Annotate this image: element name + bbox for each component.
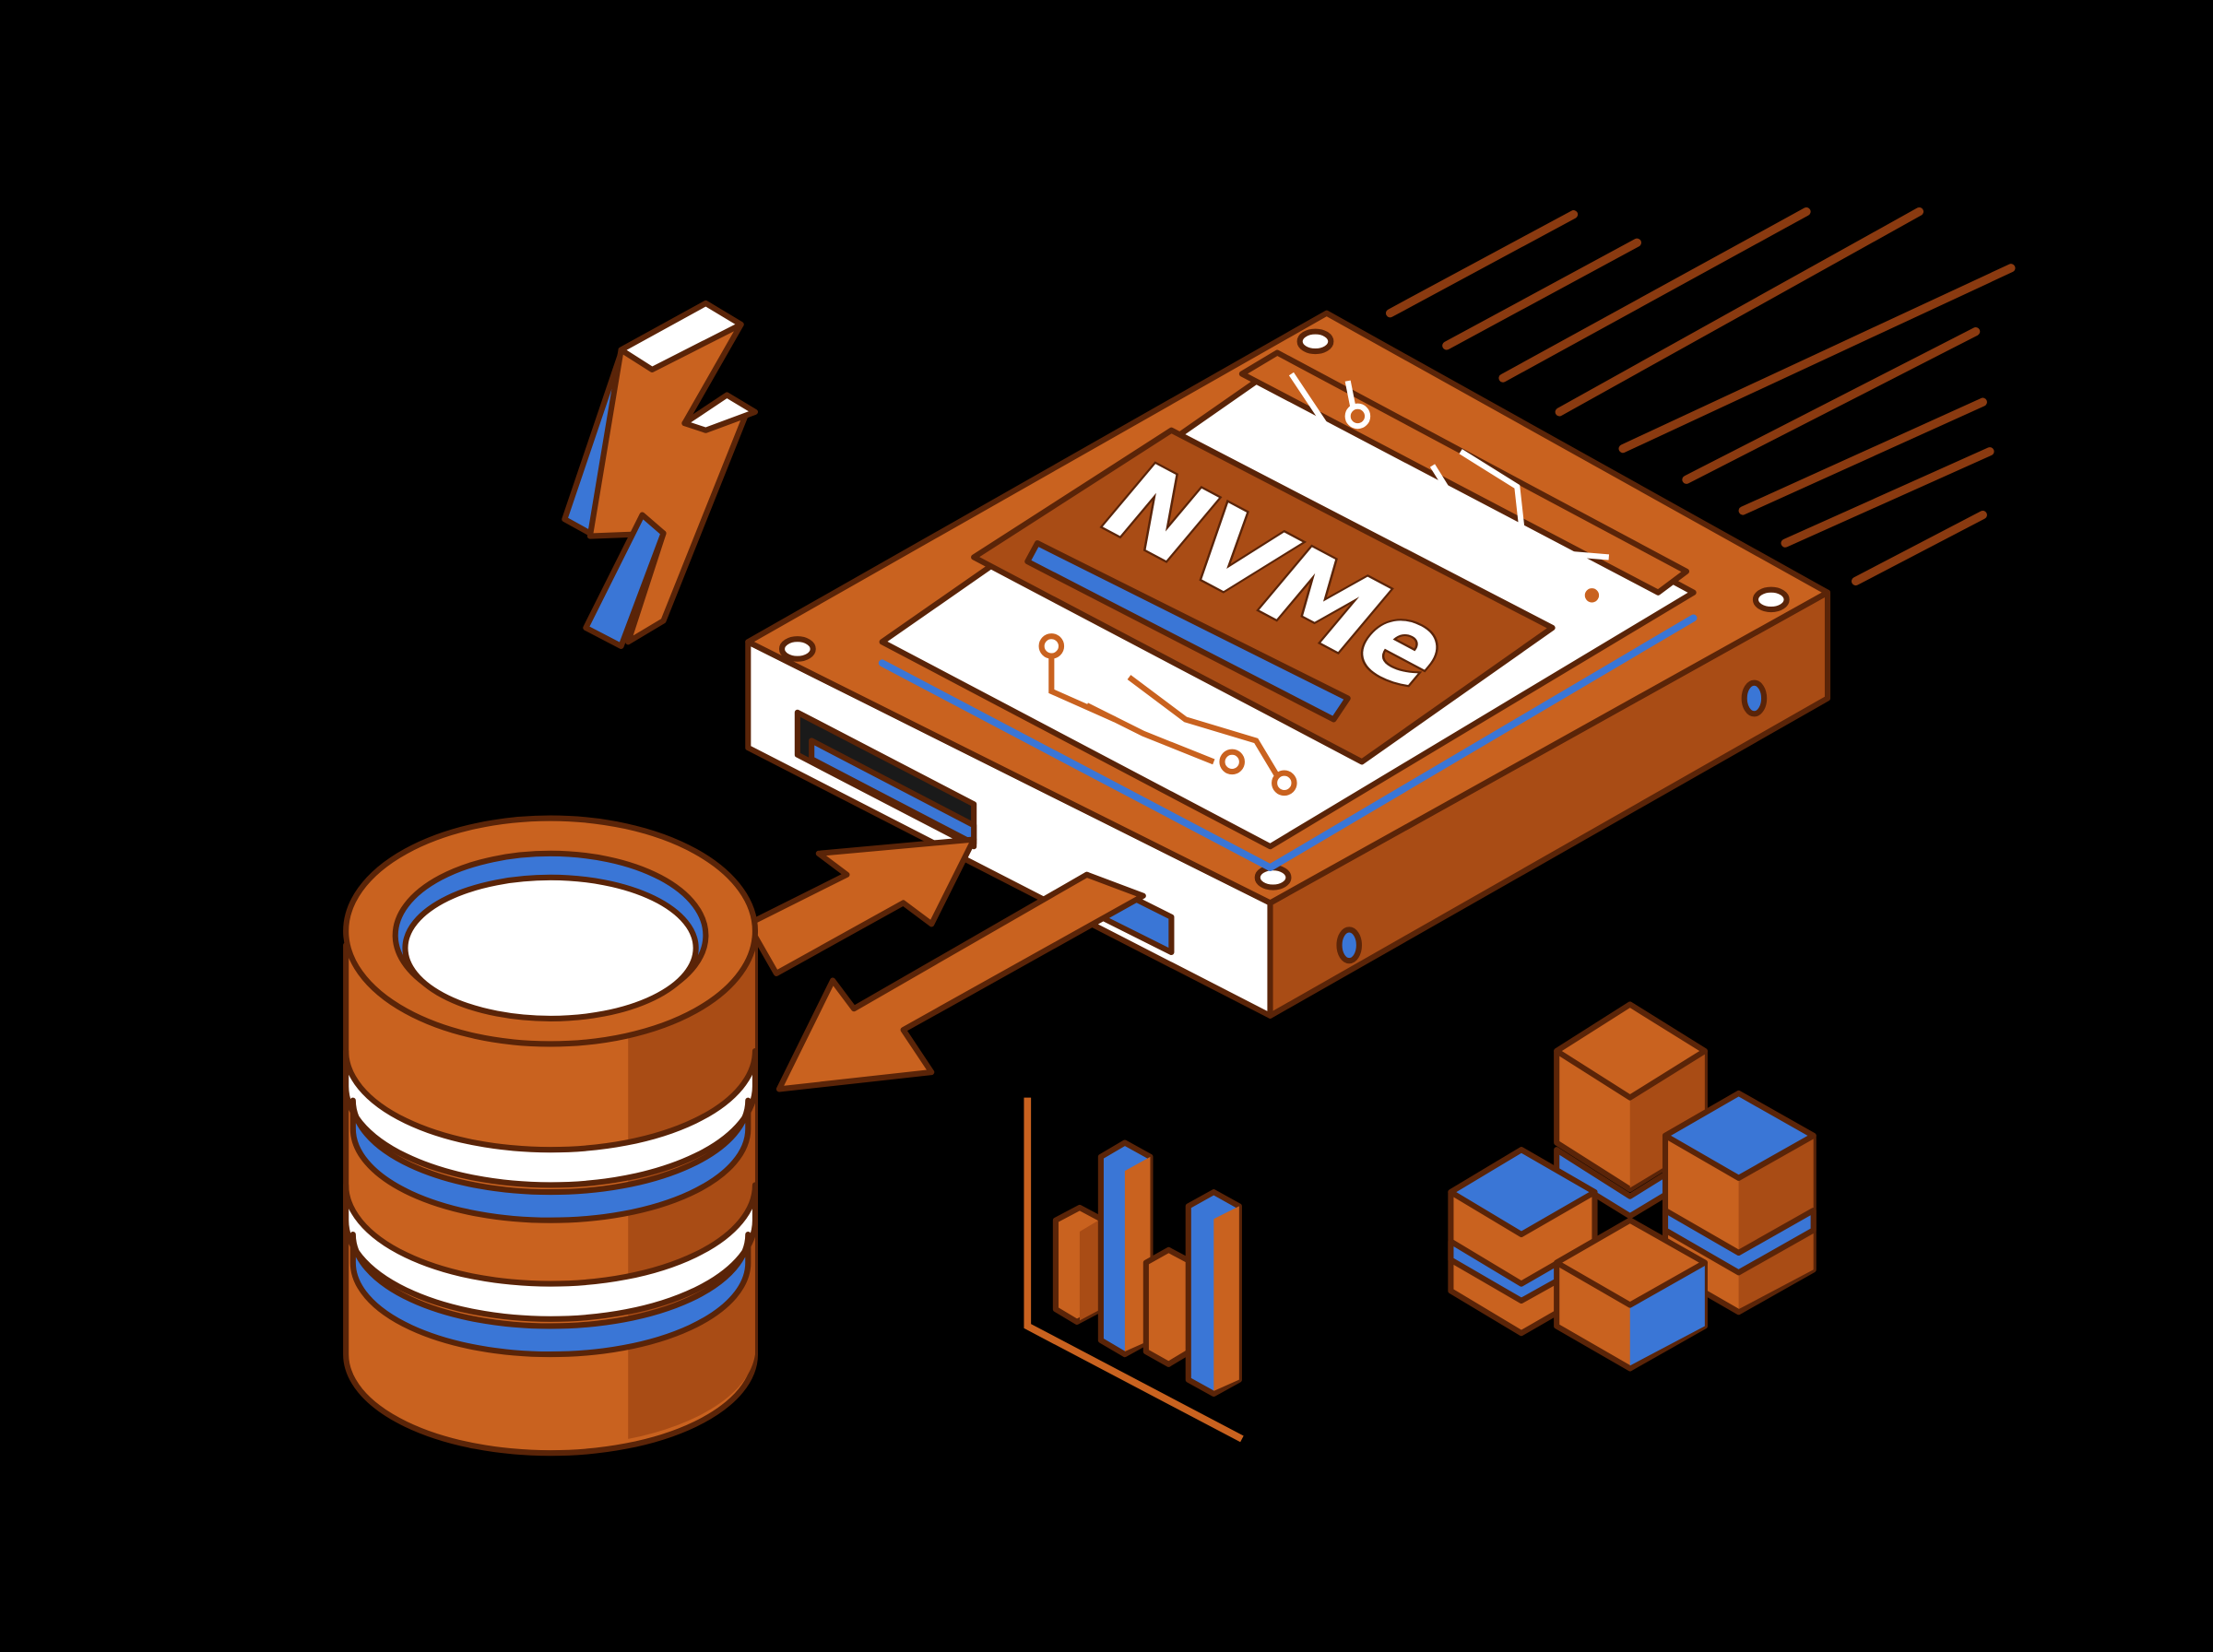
- circuit-traces: [1038, 372, 1610, 796]
- nvme-label-plate: [971, 427, 1556, 765]
- cube: [1554, 1217, 1708, 1372]
- screw-holes: [778, 328, 1790, 964]
- chart-bar: [1185, 1189, 1242, 1398]
- chart-bar: [1097, 1139, 1154, 1358]
- speed-lines: [1386, 206, 2016, 586]
- cubes-cluster-icon: [1448, 1001, 1817, 1372]
- bidirectional-arrows-icon: [745, 836, 1146, 1092]
- bar-chart-icon: [1024, 1097, 1244, 1443]
- cube: [1662, 1090, 1817, 1316]
- database-icon: [343, 815, 759, 1457]
- arrow-left: [775, 871, 1146, 1092]
- chart-bar: [1052, 1204, 1104, 1325]
- chart-axes: [1024, 1097, 1244, 1443]
- lightning-bolt-icon: [562, 300, 759, 649]
- chart-bar: [1142, 1246, 1193, 1367]
- nvme-ssd-icon: NVMe: [745, 310, 1831, 1019]
- arrow-right: [745, 836, 977, 976]
